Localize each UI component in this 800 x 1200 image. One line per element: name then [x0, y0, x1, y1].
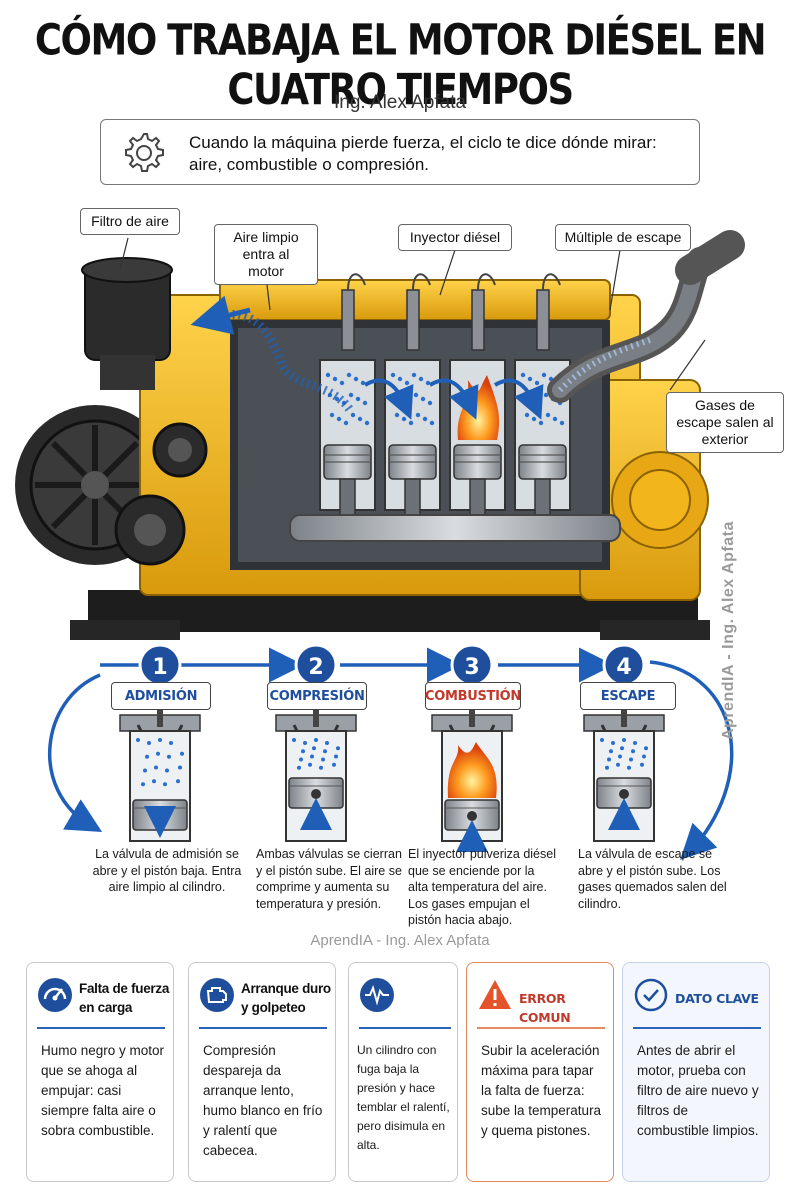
card-heading: Arranque duro y golpeteo: [241, 981, 331, 1015]
card-heading: Falta de fuerza en carga: [79, 981, 170, 1015]
card-divider: [633, 1027, 761, 1029]
stroke-diagram-2: [275, 705, 357, 842]
card-hard-start: Arranque duro y golpeteo Compresión desp…: [188, 962, 336, 1182]
stroke-diagram-3: [431, 705, 513, 852]
gear-icon: [125, 133, 164, 172]
callout-clean-air: Aire limpio entra al motor: [214, 224, 318, 285]
callout-leaders: [119, 237, 706, 391]
intro-text: Cuando la máquina pierde fuerza, el cicl…: [189, 133, 657, 174]
card-lack-of-power: Falta de fuerza en carga Humo negro y mo…: [26, 962, 174, 1182]
step-desc-combustion: El inyector pulveriza diésel que se enci…: [408, 847, 556, 927]
stroke-diagram-4: [583, 705, 665, 842]
intake-arrow: [190, 295, 251, 335]
warning-icon: [479, 980, 511, 1009]
card-divider: [477, 1027, 605, 1029]
step-label-escape: ESCAPE: [580, 682, 676, 710]
step-number-text: 1: [152, 655, 167, 680]
cylinder-flow-arrows: [363, 378, 544, 420]
card-body: Un cilindro con fuga baja la presión y h…: [357, 1043, 450, 1152]
crankshaft: [289, 514, 621, 542]
step-number-1: 1: [138, 643, 182, 687]
step-number-2: 2: [294, 643, 338, 687]
step-label-compresion: COMPRESIÓN: [267, 682, 367, 710]
watermark-vertical: AprendIA - Ing. Alex Apfata: [720, 521, 737, 740]
step-label-combustion: COMBUSTIÓN: [425, 682, 521, 710]
card-heading: ERROR COMUN: [519, 991, 571, 1025]
step-number-4: 4: [602, 643, 646, 687]
gauge-icon: [38, 978, 72, 1012]
step-number-text: 3: [464, 655, 479, 680]
card-body: Antes de abrir el motor, prueba con filt…: [637, 1043, 759, 1138]
card-body: Subir la aceleración máxima para tapar l…: [481, 1043, 602, 1138]
card-body: Humo negro y motor que se ahoga al empuj…: [41, 1043, 165, 1138]
callout-air-filter: Filtro de aire: [80, 208, 180, 235]
stroke-diagram-1: [119, 705, 201, 842]
step-circles: 1 2 3 4: [138, 643, 646, 687]
callout-injector: Inyector diésel: [398, 224, 512, 251]
step-desc-admision: La válvula de admisión se abre y el pist…: [92, 847, 242, 894]
callout-exhaust-gases: Gases de escape salen al exterior: [666, 392, 784, 453]
card-cylinder-leak: Un cilindro con fuga baja la presión y h…: [348, 962, 458, 1182]
step-number-text: 2: [308, 655, 323, 680]
engine-base: [70, 590, 710, 640]
card-body: Compresión despareja da arranque lento, …: [203, 1043, 323, 1158]
card-common-error: ERROR COMUN Subir la aceleración máxima …: [466, 962, 614, 1182]
cycle-path: [48, 647, 734, 860]
step-desc-escape: La válvula de escape se abre y el pistón…: [578, 847, 727, 911]
step-label-admision: ADMISIÓN: [111, 682, 211, 710]
step-number-text: 4: [616, 655, 631, 680]
stroke-diagrams: [119, 705, 665, 852]
page-title: CÓMO TRABAJA EL MOTOR DIÉSEL EN CUATRO T…: [34, 15, 767, 115]
intro-box: Cuando la máquina pierde fuerza, el cicl…: [100, 119, 700, 185]
card-heading: DATO CLAVE: [675, 991, 759, 1006]
pulleys: [114, 422, 208, 566]
card-divider: [199, 1027, 327, 1029]
step-desc-compresion: Ambas válvulas se cierran y el pistón su…: [256, 847, 402, 911]
engine-diagram: 1 2 3 4: [15, 230, 745, 860]
check-icon: [634, 978, 668, 1012]
step-number-3: 3: [450, 643, 494, 687]
card-divider: [359, 1027, 451, 1029]
exhaust-manifold: [547, 230, 745, 403]
card-key-fact: DATO CLAVE Antes de abrir el motor, prue…: [622, 962, 770, 1182]
watermark-horizontal: AprendIA - Ing. Alex Apfata: [310, 932, 490, 949]
pulse-icon: [360, 978, 394, 1012]
author-name: Ing. Alex Apfata: [333, 92, 467, 113]
engine-check-icon: [200, 978, 234, 1012]
air-filter: [81, 257, 173, 390]
card-divider: [37, 1027, 165, 1029]
callout-exhaust-manifold: Múltiple de escape: [555, 224, 691, 251]
